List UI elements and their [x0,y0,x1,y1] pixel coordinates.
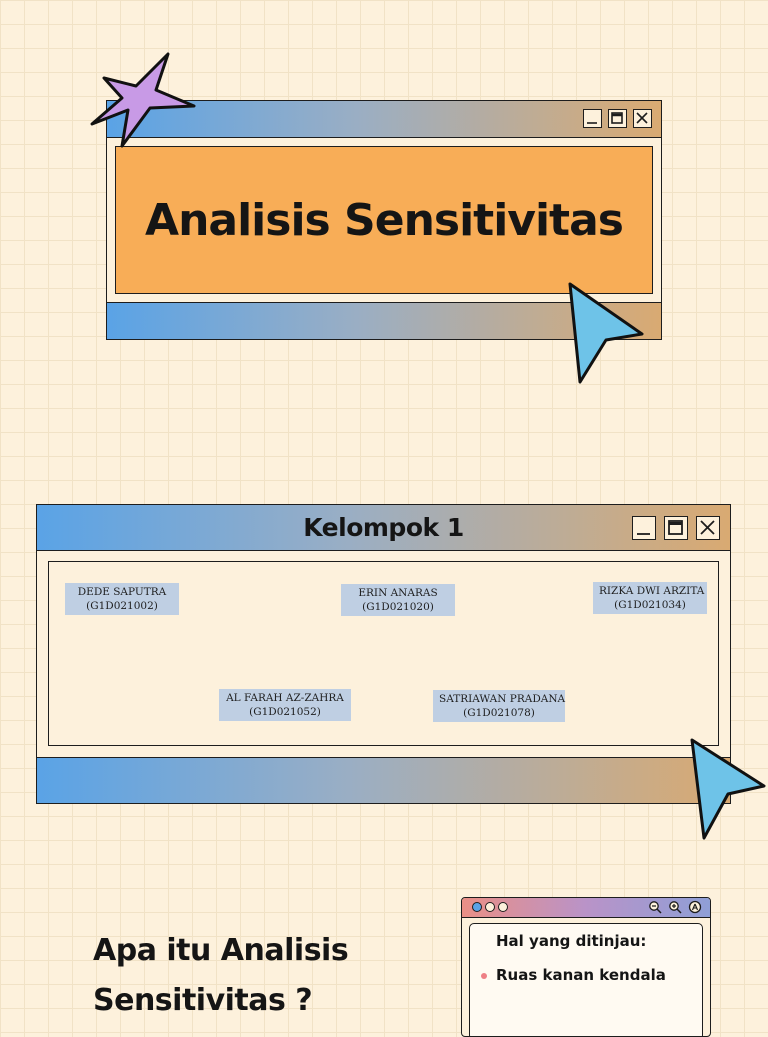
review-list-item: Ruas kanan kendala [496,966,666,984]
sparkle-star-icon [90,52,196,148]
minimize-button[interactable] [632,516,656,540]
title-panel: Analisis Sensitivitas [115,146,653,294]
zoom-in-icon[interactable] [668,900,682,914]
question-line: Apa itu Analisis [93,933,349,968]
title-window-footerbar [107,302,661,339]
zoom-out-icon[interactable] [648,900,662,914]
group-window-footerbar [37,757,730,803]
member-card: DEDE SAPUTRA (G1D021002) [65,583,179,615]
group-window: Kelompok 1 DEDE SAPUTRA (G1D021002) ERIN… [36,504,731,804]
window-dot[interactable] [498,902,508,912]
minimize-icon [587,122,597,124]
maximize-icon [668,520,683,535]
member-name: AL FARAH AZ-ZAHRA [226,692,344,704]
member-id: (G1D021002) [86,600,158,612]
member-name: RIZKA DWI ARZITA [599,585,705,597]
maximize-button[interactable] [664,516,688,540]
member-card: AL FARAH AZ-ZAHRA (G1D021052) [219,689,351,721]
member-id: (G1D021052) [249,706,321,718]
member-id: (G1D021034) [614,599,686,611]
maximize-button[interactable] [608,109,627,128]
browser-content [469,923,703,1036]
page-title: Analisis Sensitivitas [145,194,624,246]
close-icon [700,520,715,535]
member-card: RIZKA DWI ARZITA (G1D021034) [593,582,707,614]
title-window-titlebar [107,101,661,138]
members-panel: DEDE SAPUTRA (G1D021002) ERIN ANARAS (G1… [48,561,719,746]
minimize-button[interactable] [583,109,602,128]
minimize-icon [637,533,650,535]
member-name: DEDE SAPUTRA [77,586,167,598]
close-button[interactable] [696,516,720,540]
group-title: Kelompok 1 [303,513,464,542]
browser-titlebar [462,898,710,918]
close-icon [636,112,648,124]
member-card: SATRIAWAN PRADANA (G1D021078) [433,690,565,722]
bullet-dot [481,973,487,979]
browser-window: Hal yang ditinjau: Ruas kanan kendala [461,897,711,1037]
cursor-arrow-icon [568,282,644,384]
cursor-arrow-icon [690,738,766,840]
question-line: Sensitivitas ? [93,983,313,1018]
close-button[interactable] [633,109,652,128]
review-heading: Hal yang ditinjau: [496,932,647,950]
window-dot[interactable] [472,902,482,912]
window-dot[interactable] [485,902,495,912]
member-id: (G1D021020) [362,601,434,613]
title-window: Analisis Sensitivitas [106,100,662,340]
member-id: (G1D021078) [463,707,535,719]
group-window-titlebar: Kelompok 1 [37,505,730,551]
section-question: Apa itu Analisis Sensitivitas ? [93,926,423,1026]
member-name: SATRIAWAN PRADANA [439,693,566,705]
maximize-icon [611,112,623,124]
member-name: ERIN ANARAS [358,587,438,599]
member-card: ERIN ANARAS (G1D021020) [341,584,455,616]
accessibility-icon[interactable] [688,900,702,914]
